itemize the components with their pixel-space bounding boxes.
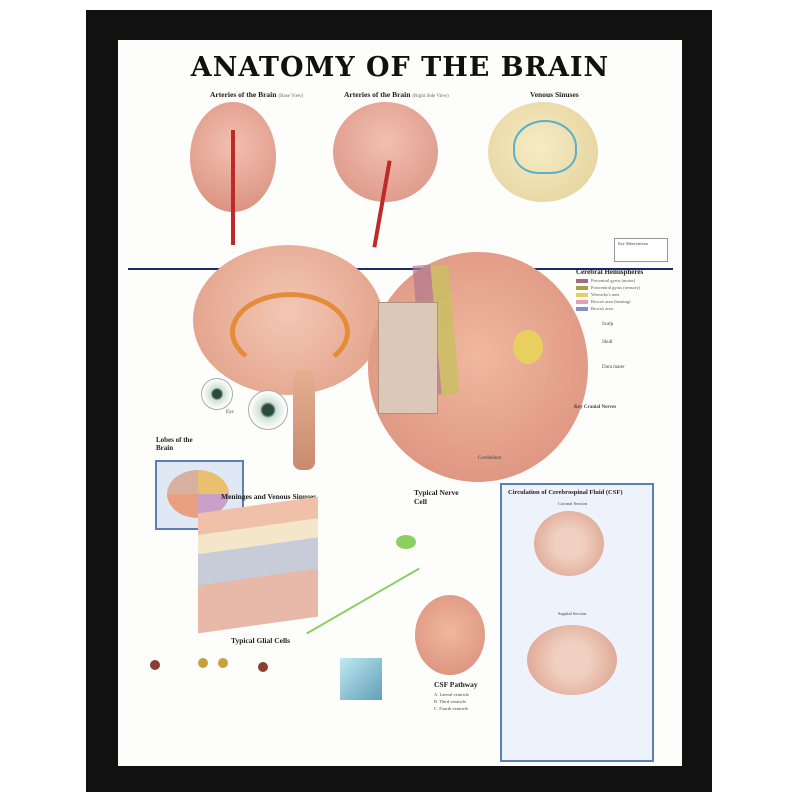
poster-title: ANATOMY OF THE BRAIN [190, 52, 610, 83]
legend-item: Postcentral gyrus (sensory) [576, 285, 640, 290]
heading-meninges: Meninges and Venous Sinuses [221, 492, 317, 501]
heading-arteries-base: Arteries of the Brain(Base View) [210, 90, 304, 99]
nerve-cell-body-illustration [396, 535, 416, 549]
sagittal-section-label: Sagittal Section [558, 611, 587, 616]
glial-cell-illustration [150, 660, 160, 670]
key-cranial-nerves-heading: Key Cranial Nerves [574, 405, 617, 410]
glial-cell-illustration [198, 658, 208, 668]
basilar-artery-illustration [231, 130, 235, 245]
coronal-cut-illustration [378, 302, 438, 414]
heading-csf-pathway: CSF Pathway [434, 680, 478, 689]
label-skull: Skull [602, 340, 613, 345]
myelin-sheath-illustration [340, 658, 382, 700]
key-abbreviations-box: Key Abbreviations [614, 238, 668, 262]
sagittal-section-illustration [527, 625, 617, 695]
heading-lobes: Lobes of the Brain [156, 436, 193, 452]
sinus-vessel-illustration [513, 120, 577, 174]
legend-item: Broca's area (hearing) [576, 299, 640, 304]
heading-venous-sinuses: Venous Sinuses [530, 90, 579, 99]
legend-item: Wernicke's area [576, 292, 640, 297]
corpus-callosum-illustration [230, 292, 350, 372]
heading-cerebral-hemispheres: Cerebral Hemispheres [576, 268, 644, 276]
axon-illustration [306, 567, 420, 635]
left-eye-illustration [201, 378, 233, 410]
heading-glial-cells: Typical Glial Cells [231, 636, 291, 645]
glial-cell-illustration [218, 658, 228, 668]
label-scalp: Scalp [602, 322, 614, 327]
csf-pathway-item: B. Third ventricle [434, 699, 467, 704]
glial-cell-illustration [258, 662, 268, 672]
csf-circulation-box: Circulation of Cerebrospinal Fluid (CSF)… [500, 483, 654, 762]
heading-nerve-cell: Typical Nerve Cell [414, 488, 459, 506]
meninges-illustration [198, 496, 318, 634]
brainstem-illustration [293, 370, 315, 470]
csf-pathway-item: A. Lateral ventricle [434, 692, 470, 697]
coronal-section-label: Coronal Section [558, 501, 588, 506]
hemisphere-legend: Precentral gyrus (motor) Postcentral gyr… [576, 276, 640, 313]
csf-pathway-brain-illustration [415, 595, 485, 675]
heading-csf: Circulation of Cerebrospinal Fluid (CSF) [508, 489, 623, 496]
coronal-section-illustration [534, 511, 604, 576]
label-cerebellum: Cerebellum [478, 456, 502, 461]
anatomy-poster: ANATOMY OF THE BRAIN Arteries of the Bra… [118, 40, 682, 766]
legend-item: Precentral gyrus (motor) [576, 278, 640, 283]
right-eye-illustration [248, 390, 288, 430]
csf-pathway-item: C. Fourth ventricle [434, 706, 469, 711]
label-dura-mater: Dura mater [602, 365, 625, 370]
legend-item: Broca's area [576, 306, 640, 311]
label-eye: Eye [226, 410, 234, 415]
heading-arteries-side: Arteries of the Brain(Right Side View) [344, 90, 449, 99]
section-divider [128, 268, 673, 270]
wernickes-area-region [513, 330, 543, 364]
